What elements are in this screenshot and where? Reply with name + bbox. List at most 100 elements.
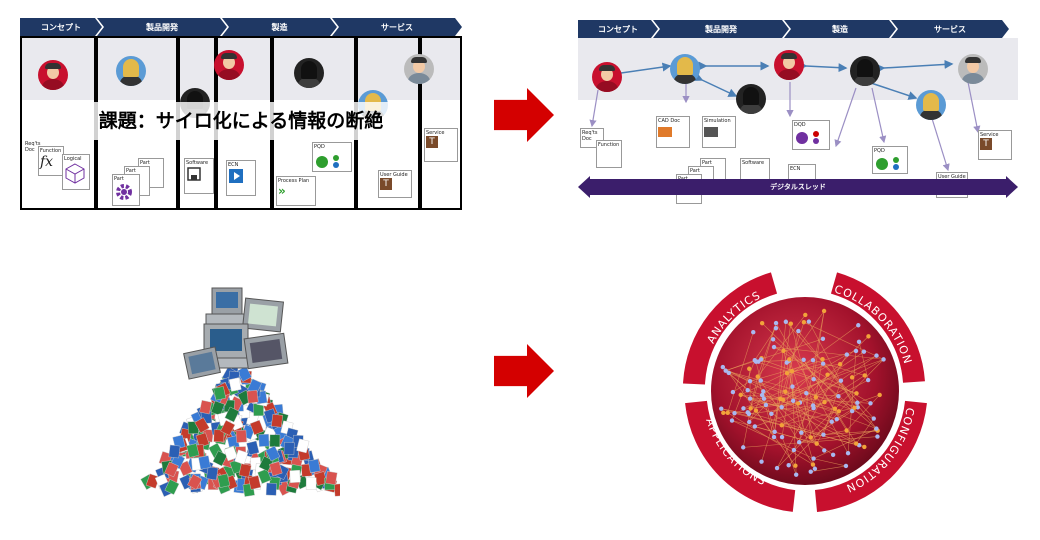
document-file-icon [234, 449, 249, 465]
avatar [958, 54, 988, 84]
document-file-icon [249, 419, 264, 436]
network-link [757, 322, 777, 377]
network-node [836, 409, 842, 414]
network-node [822, 399, 827, 405]
network-node [795, 401, 801, 406]
network-node [874, 353, 879, 358]
silo-lane [420, 36, 462, 210]
service-label: Service [426, 130, 445, 136]
ring-segment-configuration [814, 400, 927, 512]
network-node [746, 411, 752, 417]
network-link [810, 465, 846, 472]
network-node [791, 447, 797, 453]
network-link [813, 359, 823, 409]
avatar [38, 60, 68, 90]
network-link [813, 458, 847, 467]
network-node [811, 377, 816, 382]
network-node [832, 406, 838, 411]
old-computer-icon [183, 346, 221, 380]
document-file-icon [195, 432, 210, 448]
document-file-icon [212, 450, 228, 467]
network-node [725, 410, 730, 415]
network-node [741, 406, 746, 411]
network-node [790, 384, 795, 389]
quality-icon [796, 131, 819, 144]
network-node [808, 435, 813, 440]
document-file-icon [258, 433, 270, 447]
fx-label: fx [40, 154, 54, 170]
network-link [816, 408, 836, 444]
network-node [845, 450, 851, 456]
right-phase-concept: コンセプト [578, 20, 658, 38]
document-file-icon [168, 444, 181, 459]
cad-doc-label: CAD Doc [658, 118, 681, 124]
network-link [799, 336, 869, 403]
network-node [852, 405, 857, 410]
network-link [775, 322, 849, 454]
network-node [871, 416, 876, 421]
avatar [214, 50, 244, 80]
network-node [865, 377, 871, 383]
document-pile-illustration [140, 287, 340, 497]
network-node [780, 397, 786, 402]
avatar [116, 56, 146, 86]
thread-arrow-left-icon [578, 176, 590, 198]
document-file-icon [296, 438, 310, 454]
document-file-icon [199, 400, 212, 415]
digital-thread: デジタルスレッド [590, 179, 1006, 195]
avatar [916, 90, 946, 120]
network-link [754, 426, 817, 444]
network-link [760, 380, 814, 465]
network-link [755, 361, 857, 394]
quality-icon [316, 155, 339, 168]
network-node [747, 419, 752, 425]
user-guide-doc: User Guide T [378, 170, 412, 198]
left-phase-service: サービス [332, 18, 462, 36]
service-doc: Service T [978, 130, 1012, 160]
network-link [772, 339, 877, 429]
network-link [734, 359, 884, 414]
network-node [732, 411, 737, 416]
document-file-icon [269, 461, 283, 477]
document-file-icon [289, 469, 301, 483]
network-node [763, 402, 769, 408]
document-file-icon [223, 445, 238, 462]
network-node [834, 416, 839, 422]
thread-arrow-right-icon [1006, 176, 1018, 198]
network-link [757, 314, 806, 377]
network-link [813, 310, 825, 380]
dqd-label: DQD [794, 122, 806, 128]
network-link [727, 332, 754, 413]
network-node [721, 410, 726, 416]
document-file-icon [325, 471, 338, 485]
network-node [786, 463, 791, 468]
right-phase-service: サービス [891, 20, 1009, 38]
document-file-icon [308, 458, 321, 473]
network-link [798, 310, 825, 443]
network-node [814, 441, 819, 446]
document-file-icon [334, 483, 340, 497]
left-phase-manufacturing: 製造 [222, 18, 337, 36]
network-node [877, 392, 882, 398]
network-node [787, 357, 792, 362]
network-link [815, 355, 877, 398]
network-node [856, 323, 861, 328]
document-file-icon [238, 463, 252, 478]
document-file-icon [198, 455, 211, 470]
network-node [789, 368, 795, 374]
simulation-doc: Simulation [702, 116, 736, 148]
network-link [722, 366, 865, 448]
network-node [784, 371, 790, 376]
user-guide-label: User Guide [380, 172, 408, 178]
network-node [796, 440, 802, 445]
network-link [788, 310, 825, 362]
document-file-icon [271, 413, 283, 428]
network-node [758, 378, 763, 383]
network-node [821, 432, 826, 437]
network-link [725, 338, 824, 371]
left-phase-concept: コンセプト [20, 18, 102, 36]
network-node [745, 387, 750, 393]
function-doc: Function [596, 140, 622, 168]
document-file-icon [283, 442, 295, 455]
network-link [803, 321, 884, 360]
